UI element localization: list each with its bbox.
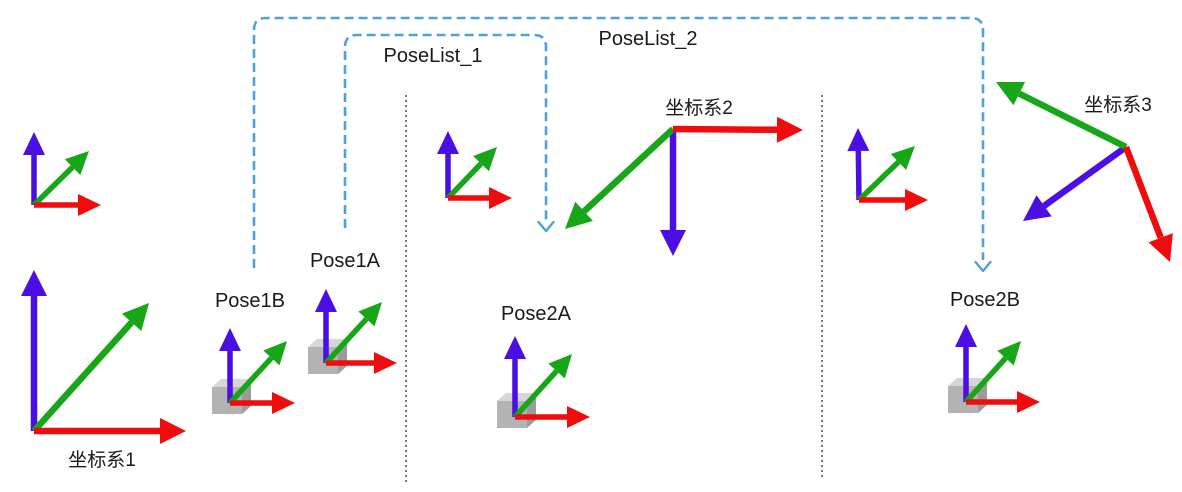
poselist2-bracket <box>252 16 992 273</box>
pose1a-label: Pose1A <box>310 250 381 272</box>
coord2-label: 坐标系2 <box>665 97 733 119</box>
ref-frame-middle-y-axis-arrow-head <box>473 147 497 172</box>
poselist1-bracket-arrowhead-icon <box>537 220 555 233</box>
coord-frame-1-x-axis-arrow-head <box>160 418 186 444</box>
coord-frame-1-y-axis-arrow-shaft <box>31 320 135 434</box>
pose2b-frame-z-axis-arrow-head <box>955 324 977 347</box>
coord-frame-3-y-axis-arrow-head <box>996 82 1026 106</box>
pose2a-label: Pose2A <box>501 303 572 325</box>
coord-frame-2-x-axis-arrow-head <box>776 116 803 143</box>
pose1b-frame-y-axis-arrow-shaft <box>227 356 274 405</box>
ref-frame-top-left-x-axis-arrow-head <box>78 194 101 216</box>
coord-frame-2-y-axis-arrow-head <box>565 201 593 229</box>
coord-frame-3 <box>996 82 1173 262</box>
coord-frame-3-z-axis-arrow-head <box>1023 195 1052 221</box>
ref-frame-top-left <box>23 132 101 216</box>
ref-frame-right-y-axis-arrow-shaft <box>857 159 901 202</box>
pose2b-frame-x-axis-arrow-head <box>1017 391 1040 413</box>
pose1b-label: Pose1B <box>215 290 285 312</box>
coord-frame-3-x-axis-arrow-head <box>1148 233 1173 262</box>
poselist2-bracket-arrowhead-icon <box>974 260 992 273</box>
coord-frame-1 <box>21 270 186 444</box>
coord-frame-3-y-axis-arrow-shaft <box>1017 90 1128 150</box>
poselist1-bracket-dashed-path <box>343 33 548 228</box>
ref-frame-middle <box>437 131 512 209</box>
pose2b-frame <box>948 324 1040 413</box>
coord-frame-2-z-axis-arrow-head <box>660 230 686 256</box>
coord-frame-3-x-axis-arrow-shaft <box>1122 145 1164 239</box>
coord3-label: 坐标系3 <box>1084 94 1152 116</box>
coord-frame-1-z-axis-arrow-head <box>21 270 47 296</box>
ref-frame-top-left-z-axis-arrow-head <box>23 132 45 155</box>
pose2a-frame-y-axis-arrow-head <box>548 354 572 379</box>
coord-frame-1-y-axis-arrow-head <box>121 303 149 332</box>
poselist1-label: PoseList_1 <box>384 45 483 67</box>
pose1b-frame <box>212 328 295 414</box>
coord-frame-2-y-axis-arrow-shaft <box>581 126 676 214</box>
pose2b-label: Pose2B <box>950 289 1020 311</box>
poselist1-bracket <box>343 33 555 233</box>
ref-frame-top-left-y-axis-arrow-shaft <box>32 165 75 207</box>
ref-frame-middle-z-axis-arrow-head <box>437 131 459 154</box>
pose1b-frame-x-axis-arrow-head <box>272 392 295 414</box>
pose1a-frame-x-axis-arrow-head <box>374 352 397 374</box>
coord-frame-2 <box>565 116 803 256</box>
poselist2-bracket-dashed-path <box>252 16 985 268</box>
ref-frame-top-left-y-axis-arrow-head <box>64 151 89 175</box>
pose1a-frame-y-axis-arrow-head <box>358 302 382 327</box>
ref-frame-right-z-axis-arrow-head <box>847 128 870 152</box>
pose2a-frame <box>497 336 590 428</box>
pose2a-frame-x-axis-arrow-head <box>567 406 590 428</box>
pose2b-frame-y-axis-arrow-shaft <box>963 356 1008 404</box>
coord-frame-3-z-axis-arrow-shaft <box>1042 144 1128 209</box>
pose2a-frame-z-axis-arrow-head <box>504 336 526 359</box>
ref-frame-right <box>847 128 928 211</box>
ref-frame-right-z-axis-arrow-shaft <box>855 150 862 201</box>
pose2b-frame-y-axis-arrow-head <box>997 341 1021 366</box>
ref-frame-right-y-axis-arrow-head <box>890 146 915 170</box>
coord1-label: 坐标系1 <box>68 449 136 471</box>
pose1a-frame-z-axis-arrow-head <box>315 289 337 312</box>
coord-frame-2-x-axis-arrow-shaft <box>672 125 778 134</box>
ref-frame-middle-x-axis-arrow-head <box>489 187 512 209</box>
pose1b-frame-z-axis-arrow-head <box>219 328 241 351</box>
pose1a-frame-y-axis-arrow-shaft <box>323 317 369 365</box>
ref-frame-right-x-axis-arrow-head <box>905 189 928 211</box>
pose1b-frame-y-axis-arrow-head <box>263 341 287 366</box>
ref-frame-middle-y-axis-arrow-shaft <box>446 161 484 200</box>
pose2a-frame-y-axis-arrow-shaft <box>512 369 559 419</box>
pose1a-frame <box>308 289 397 374</box>
poselist2-label: PoseList_2 <box>599 28 698 50</box>
